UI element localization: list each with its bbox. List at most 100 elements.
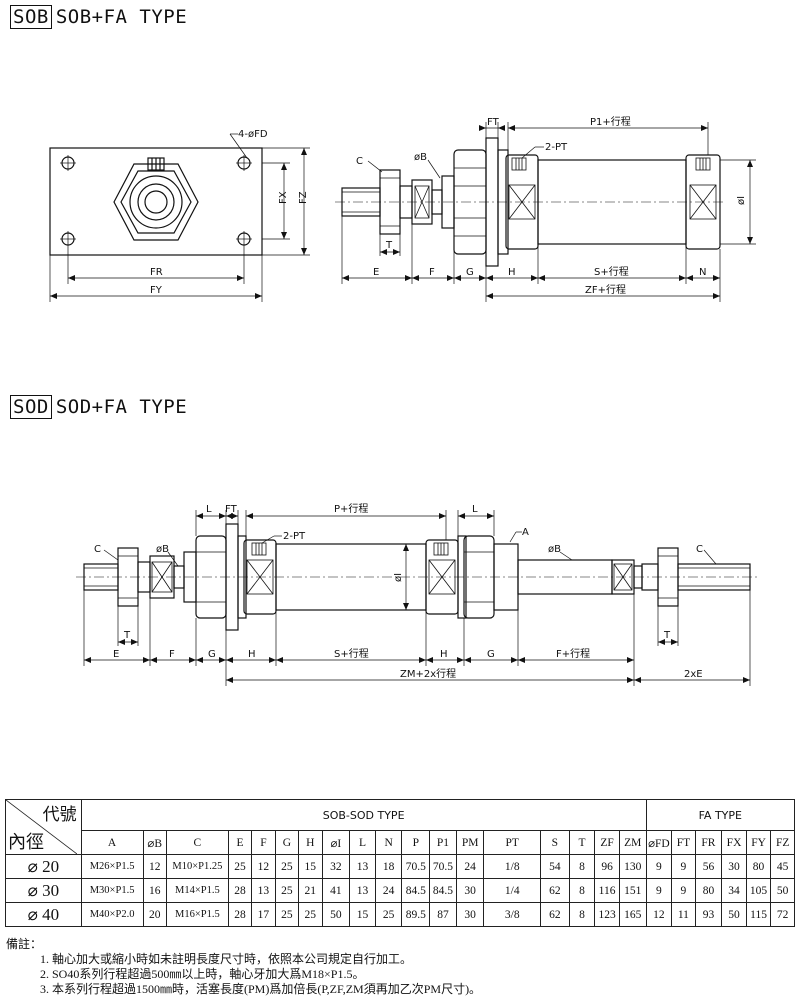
sod-i-label: øI	[393, 573, 404, 582]
sod-p-label: P+行程	[334, 502, 368, 515]
note-item: 3. 本系列行程超過1500㎜時，活塞長度(PM)爲加倍長(P,ZF,ZM須再加…	[40, 982, 482, 996]
table-cell: 70.5	[401, 854, 431, 879]
table-cell: 151	[618, 878, 647, 903]
table-cell: 12	[142, 854, 167, 879]
sod-ft-label: FT	[225, 504, 238, 515]
table-cell: 165	[618, 902, 647, 927]
table-cell: 80	[694, 878, 723, 903]
sod-f-label: F	[169, 649, 175, 660]
table-cell: 93	[694, 902, 723, 927]
note-item: 1. 軸心加大或縮小時如未註明長度尺寸時，依照本公司規定自行加工。	[40, 952, 413, 966]
table-cell: 32	[321, 854, 351, 879]
table-cell: 96	[594, 854, 620, 879]
col-header: E	[227, 830, 253, 855]
sob-fx-label: FX	[278, 191, 289, 204]
col-header: P	[401, 830, 431, 855]
table-cell: M40×P2.0	[80, 902, 144, 927]
table-cell: 25	[298, 902, 323, 927]
table-cell: 9	[671, 854, 696, 879]
col-header: PM	[455, 830, 485, 855]
table-cell: 89.5	[401, 902, 431, 927]
table-cell: 116	[594, 878, 620, 903]
col-header: FY	[745, 830, 772, 855]
col-header: ⌀FD	[645, 830, 673, 855]
table-cell: 13	[251, 878, 276, 903]
col-header: C	[165, 830, 229, 855]
col-header: N	[374, 830, 403, 855]
sob-t-label: T	[385, 240, 393, 251]
table-cell: 8	[568, 902, 596, 927]
table-cell: 1/8	[483, 854, 541, 879]
sob-h-label: H	[508, 267, 516, 278]
table-cell: 80	[745, 854, 772, 879]
table-cell: 28	[227, 878, 253, 903]
note-item: 2. SO40系列行程超過500㎜以上時，軸心牙加大爲M18×P1.5。	[40, 967, 365, 981]
notes-section: 備註： 1. 軸心加大或縮小時如未註明長度尺寸時，依照本公司規定自行加工。 2.…	[6, 937, 481, 997]
col-header: L	[349, 830, 376, 855]
sob-fd-label: 4-øFD	[238, 129, 268, 140]
sob-pt-label: 2-PT	[545, 142, 568, 153]
table-corner-cell: 代號 內徑	[5, 799, 82, 855]
table-cell: 13	[349, 878, 376, 903]
sod-f2-label: F+行程	[556, 647, 590, 660]
table-cell: 18	[374, 854, 403, 879]
table-cell: 41	[321, 878, 351, 903]
table-cell: 25	[374, 902, 403, 927]
col-header: S	[539, 830, 570, 855]
sob-i-label: øI	[736, 196, 747, 205]
table-cell: 30	[455, 902, 485, 927]
table-cell: 11	[671, 902, 696, 927]
sod-b-label: øB	[156, 544, 169, 555]
sod-e2-label: 2xE	[684, 669, 703, 680]
bore-header: 內徑	[8, 832, 44, 852]
col-header: ZM	[618, 830, 647, 855]
notes-heading: 備註：	[6, 937, 43, 951]
sod-g-label: G	[208, 649, 216, 660]
sod-b2-label: øB	[548, 544, 561, 555]
table-cell: 24	[455, 854, 485, 879]
sod-c2-label: C	[696, 544, 703, 555]
sob-type-box: SOB	[10, 5, 52, 29]
table-cell: 28	[227, 902, 253, 927]
table-cell: 62	[539, 902, 570, 927]
table-cell: 62	[539, 878, 570, 903]
table-cell: M30×P1.5	[80, 878, 144, 903]
col-header: ⌀I	[321, 830, 351, 855]
sod-type-box: SOD	[10, 395, 52, 419]
table-cell: 9	[645, 878, 673, 903]
col-header: FT	[671, 830, 696, 855]
table-cell: 105	[745, 878, 772, 903]
table-cell: M26×P1.5	[80, 854, 144, 879]
sob-hex-nut	[113, 163, 199, 241]
table-cell: 54	[539, 854, 570, 879]
sod-zm-label: ZM+2x行程	[400, 667, 456, 680]
sob-fz-label: FZ	[298, 191, 309, 204]
table-cell: 84.5	[429, 878, 457, 903]
group-sob-sod: SOB-SOD TYPE	[80, 799, 647, 831]
table-cell: 25	[227, 854, 253, 879]
code-header: 代號	[42, 805, 77, 824]
sod-l2-label: L	[472, 504, 478, 515]
sod-drawing: L FT P+行程 2-PT L A C øB øB C øI T T E F …	[76, 502, 758, 686]
sob-zf-label: ZF+行程	[585, 283, 626, 296]
table-cell: 15	[349, 902, 376, 927]
table-cell: 1/4	[483, 878, 541, 903]
table-cell: 30	[721, 854, 747, 879]
table-cell: 17	[251, 902, 276, 927]
table-cell: 25	[274, 902, 300, 927]
table-cell: 115	[745, 902, 772, 927]
sob-e-label: E	[373, 267, 379, 278]
col-header: G	[274, 830, 300, 855]
bore-cell: ⌀ 40	[5, 902, 82, 927]
sod-e-label: E	[113, 649, 119, 660]
sod-pt-label: 2-PT	[283, 531, 306, 542]
col-header: P1	[429, 830, 457, 855]
table-cell: 123	[594, 902, 620, 927]
table-cell: 130	[618, 854, 647, 879]
bore-cell: ⌀ 20	[5, 854, 82, 879]
bore-cell: ⌀ 30	[5, 878, 82, 903]
table-cell: M14×P1.5	[165, 878, 229, 903]
